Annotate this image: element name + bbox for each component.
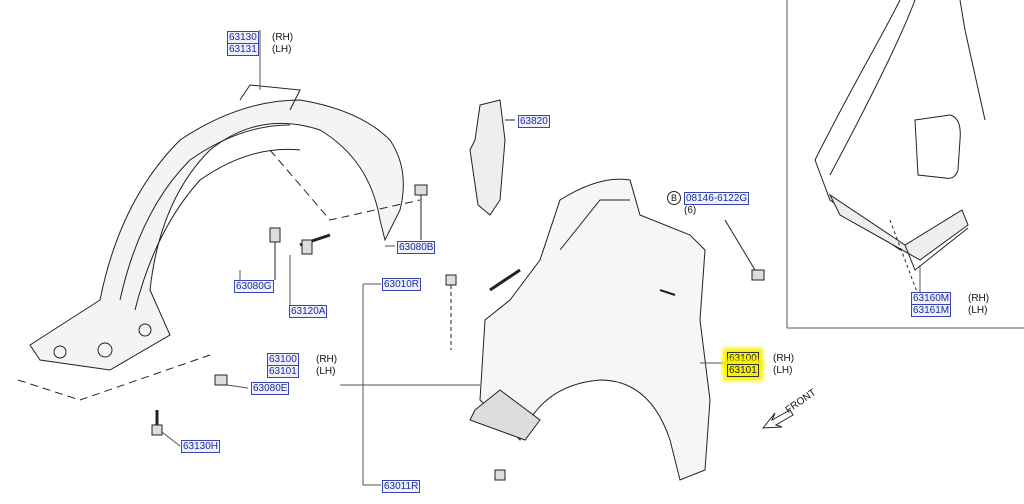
side-lh: (LH): [773, 365, 793, 376]
bracket-illustration: [469, 99, 506, 216]
fasteners: [151, 184, 765, 481]
quantity: (6): [684, 205, 697, 216]
part-number-63101[interactable]: 63101: [267, 365, 299, 378]
part-number-63120a[interactable]: 63120A: [289, 305, 328, 318]
part-number-63080e[interactable]: 63080E: [251, 382, 290, 395]
part-number-63161m[interactable]: 63161M: [911, 304, 952, 317]
leader-lines: [161, 245, 921, 486]
inset-car-illustration: [814, 0, 986, 301]
b-marker: B: [667, 191, 681, 205]
side-lh: (LH): [968, 305, 988, 316]
side-rh: (RH): [773, 353, 795, 364]
side-rh: (RH): [272, 32, 294, 43]
side-lh: (LH): [316, 366, 336, 377]
part-number-63820[interactable]: 63820: [518, 115, 550, 128]
part-number-63080b[interactable]: 63080B: [397, 241, 436, 254]
part-number-63131[interactable]: 63131: [227, 43, 259, 56]
part-number-63011r[interactable]: 63011R: [382, 480, 421, 493]
part-number-63010r[interactable]: 63010R: [382, 278, 422, 291]
fender-illustration: [469, 178, 711, 481]
side-rh: (RH): [968, 293, 990, 304]
part-number-63130h[interactable]: 63130H: [181, 440, 221, 453]
front-arrow-icon: [761, 409, 794, 429]
wheel-liner-illustration: [17, 30, 421, 401]
part-number-63080g[interactable]: 63080G: [234, 280, 274, 293]
side-lh: (LH): [272, 44, 292, 55]
part-number-63101-highlighted[interactable]: 63101: [727, 364, 759, 377]
part-number-08146-6122g[interactable]: 08146-6122G: [684, 192, 750, 205]
side-rh: (RH): [316, 354, 338, 365]
